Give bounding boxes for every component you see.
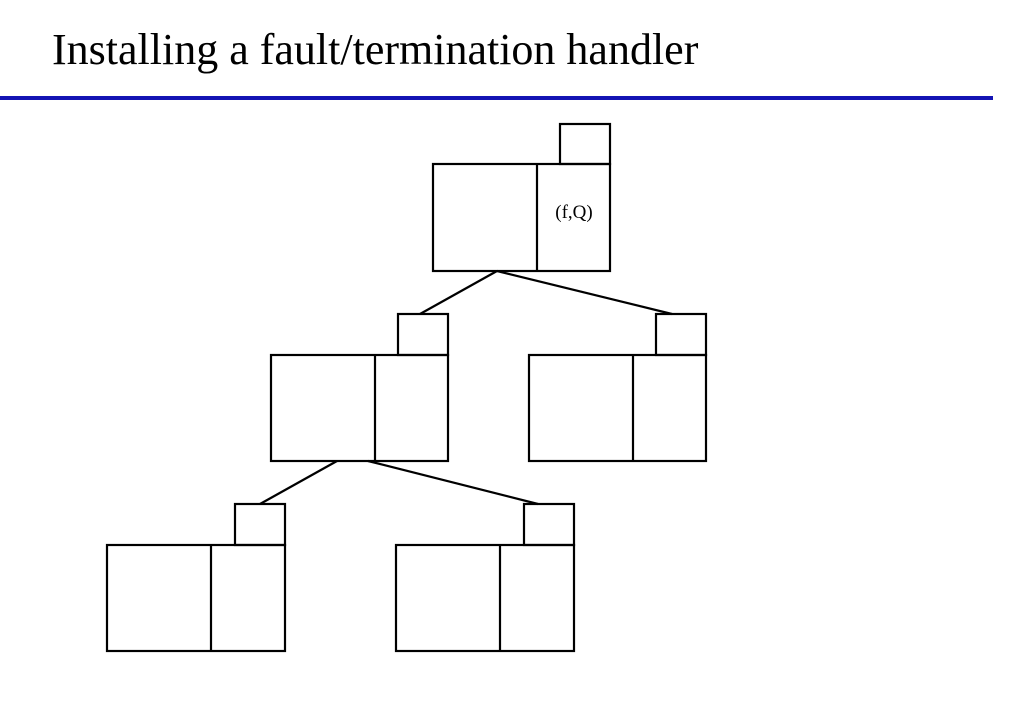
tree-node-left-child [269,312,450,463]
node-tab [558,122,612,166]
edge-root-to-left-child [419,270,498,315]
title-divider [0,96,993,100]
node-box [431,162,612,273]
node-box [394,543,576,653]
node-tab [396,312,450,357]
node-box [527,353,708,463]
tree-node-right-grandchild [394,502,576,653]
node-tab [233,502,287,547]
handler-label: (f,Q) [555,202,592,223]
node-tab [654,312,708,357]
node-box [269,353,450,463]
edge-left-child-to-left-grandchild [259,460,338,505]
edge-root-to-right-child [496,269,673,316]
slide-title: Installing a fault/termination handler [52,25,699,74]
edge-left-child-to-right-grandchild [367,459,539,506]
node-tab [522,502,576,547]
tree-node-left-grandchild [105,502,287,653]
tree-node-right-child [527,312,708,463]
node-box [105,543,287,653]
tree-node-root: (f,Q) [431,122,612,273]
